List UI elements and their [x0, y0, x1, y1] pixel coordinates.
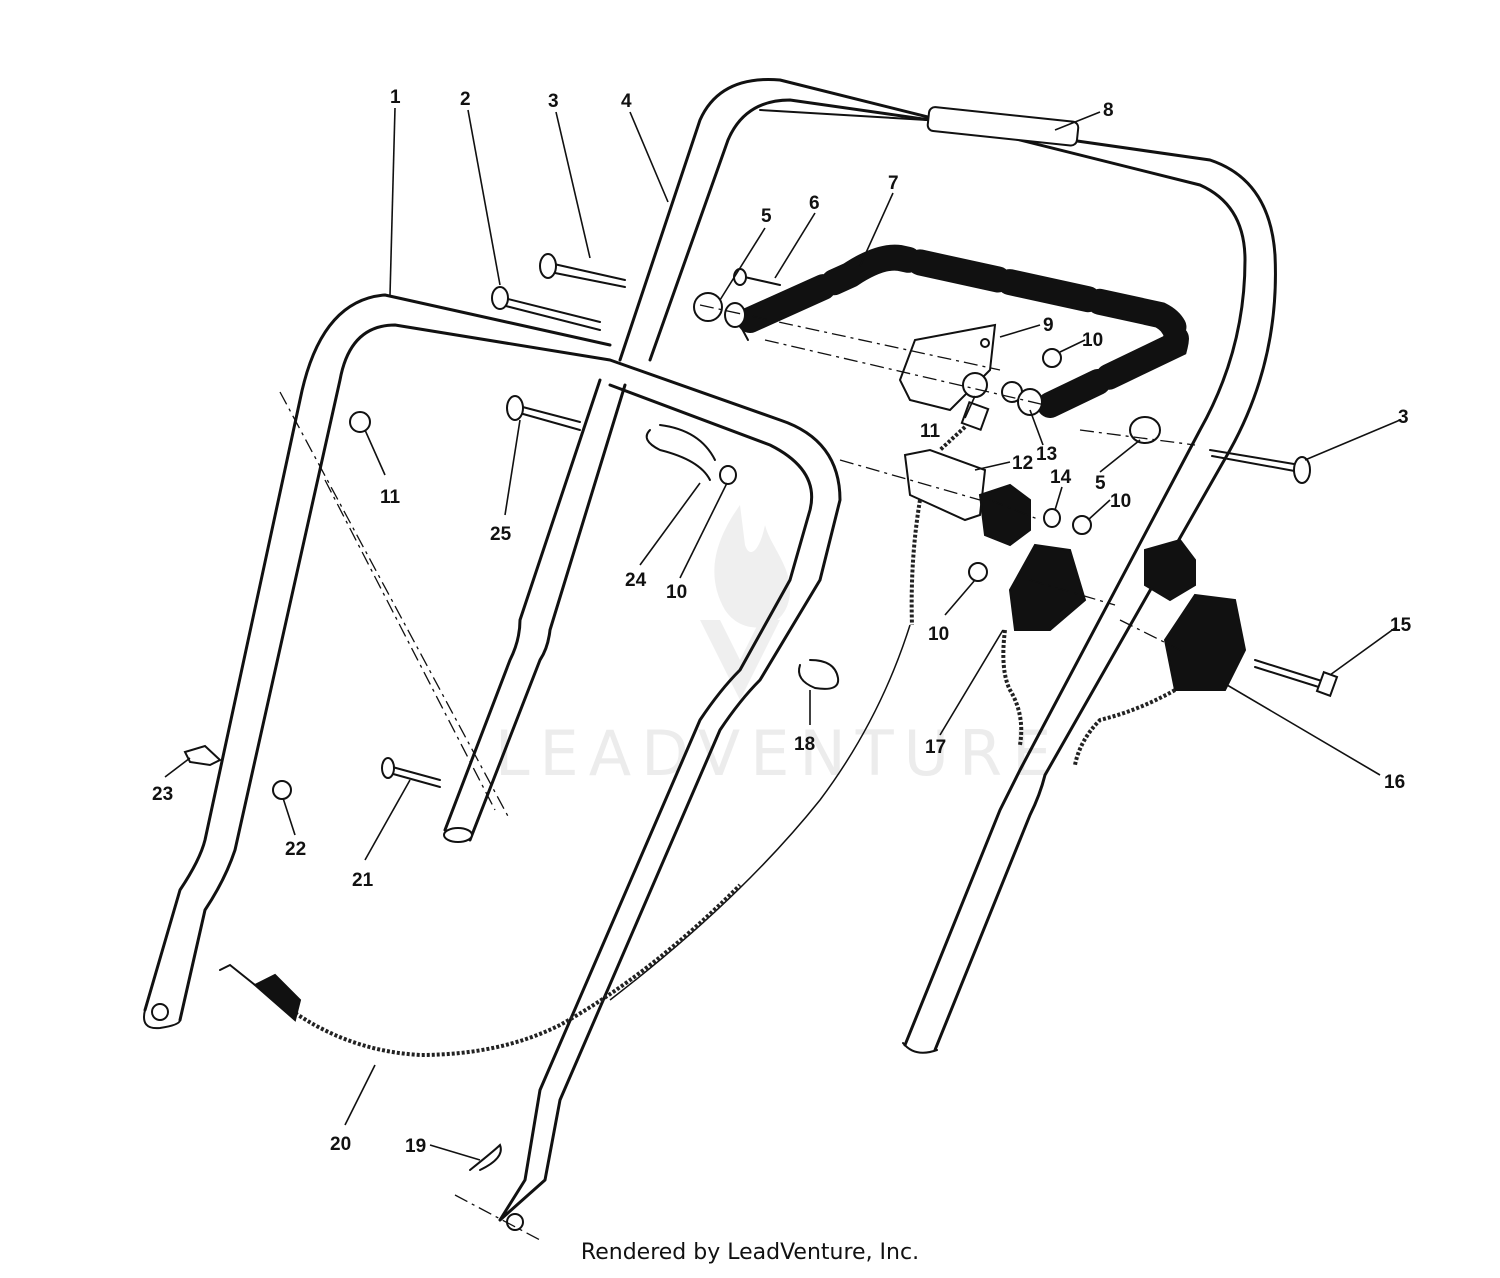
bracket-hole [980, 338, 990, 348]
watermark: LEADVENTURE [495, 505, 1061, 790]
callout-25: 25 [490, 524, 512, 545]
lower-handle-hole-right [506, 1213, 524, 1231]
callout-7: 7 [888, 173, 899, 194]
callout-labels: 1 2 3 4 5 6 7 8 9 10 11 12 13 14 5 10 3 … [152, 87, 1412, 1157]
brake-cable-inner [609, 624, 911, 1001]
callout-22: 22 [285, 839, 306, 860]
callout-9: 9 [1043, 315, 1054, 336]
upper-handle [618, 78, 1277, 1052]
switch-wire [909, 425, 967, 626]
callout-17: 17 [925, 737, 946, 758]
callout-14: 14 [1050, 467, 1072, 488]
callout-24: 24 [625, 570, 647, 591]
lower-handle-hole-left [151, 1003, 169, 1021]
callout-10b: 10 [1110, 491, 1131, 512]
callout-20: 20 [330, 1134, 351, 1155]
render-credit: Rendered by LeadVenture, Inc. [580, 1240, 920, 1265]
callout-18: 18 [794, 734, 815, 755]
callout-15: 15 [1390, 615, 1412, 636]
callout-13: 13 [1036, 444, 1057, 465]
control-assembly-left [978, 483, 1087, 631]
control-bail [737, 244, 1189, 418]
bracket [898, 323, 997, 412]
callout-11: 11 [920, 421, 941, 442]
callout-12: 12 [1012, 453, 1033, 474]
callout-3: 3 [548, 91, 559, 112]
callout-10c: 10 [928, 624, 949, 645]
control-assembly-right [1144, 538, 1247, 691]
callout-5: 5 [761, 206, 772, 227]
callout-6: 6 [809, 193, 820, 214]
cable-fitting [253, 973, 302, 1022]
center-tube-end [443, 827, 473, 843]
callout-10: 10 [1082, 330, 1103, 351]
callout-11b: 11 [380, 487, 401, 508]
callout-23: 23 [152, 784, 173, 805]
leader-lines [164, 107, 1401, 1161]
callout-1: 1 [390, 87, 401, 108]
callout-8: 8 [1103, 100, 1114, 121]
callout-4: 4 [621, 91, 632, 112]
center-tube [443, 378, 627, 842]
callout-10d: 10 [666, 582, 687, 603]
callout-16: 16 [1384, 772, 1405, 793]
callout-3b: 3 [1398, 407, 1409, 428]
brake-cable [258, 883, 742, 1058]
control-cable-17 [1001, 629, 1024, 746]
handle-label-plate [926, 106, 1080, 147]
center-lines [279, 304, 1196, 1241]
lower-handle [143, 293, 842, 1222]
control-bail-outline [739, 324, 749, 341]
cable-hook [219, 963, 256, 986]
callout-5b: 5 [1095, 473, 1106, 494]
control-cable-16 [1073, 688, 1176, 766]
callout-21: 21 [352, 870, 374, 891]
lower-handle-foot-left [143, 1009, 181, 1030]
callout-2: 2 [460, 89, 471, 110]
watermark-text: LEADVENTURE [495, 717, 1061, 790]
hardware [183, 253, 1339, 1171]
callout-19: 19 [405, 1136, 426, 1157]
switch-block [903, 448, 987, 522]
